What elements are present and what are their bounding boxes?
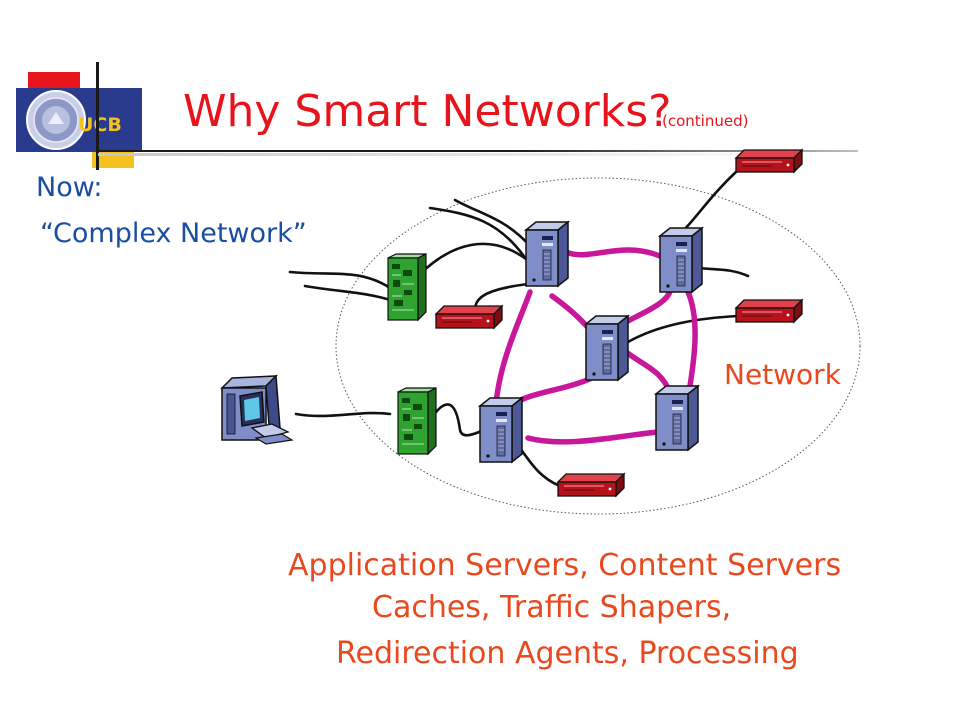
header-vertical-rule bbox=[96, 62, 99, 170]
slide-title: Why Smart Networks? bbox=[183, 86, 672, 137]
ucb-logo-graphic: UCB bbox=[16, 72, 142, 168]
title-underline-shadow bbox=[98, 153, 838, 156]
router-box-icon bbox=[557, 473, 625, 497]
server-tower-icon bbox=[655, 385, 699, 451]
desktop-computer-icon bbox=[220, 374, 294, 445]
caption-line-3: Redirection Agents, Processing bbox=[336, 636, 799, 671]
complex-network-label: “Complex Network” bbox=[40, 218, 307, 249]
server-tower-icon bbox=[525, 221, 569, 287]
router-box-icon bbox=[735, 299, 803, 323]
network-card-icon bbox=[387, 253, 427, 321]
server-tower-icon bbox=[479, 397, 523, 463]
ucb-logo-text: UCB bbox=[78, 114, 122, 136]
slide-title-suffix: (continued) bbox=[662, 112, 749, 130]
network-label: Network bbox=[724, 358, 841, 391]
caption-line-1: Application Servers, Content Servers bbox=[288, 548, 842, 583]
network-boundary-ellipse bbox=[335, 177, 861, 515]
router-box-icon bbox=[735, 149, 803, 173]
caption-line-2: Caches, Traffic Shapers, bbox=[372, 590, 732, 625]
title-underline bbox=[98, 150, 858, 152]
uc-seal-icon bbox=[26, 90, 86, 150]
server-tower-icon bbox=[659, 227, 703, 293]
now-label: Now: bbox=[36, 172, 103, 203]
router-box-icon bbox=[435, 305, 503, 329]
server-tower-icon bbox=[585, 315, 629, 381]
network-card-icon bbox=[397, 387, 437, 455]
ucb-logo: UCB bbox=[16, 72, 164, 168]
